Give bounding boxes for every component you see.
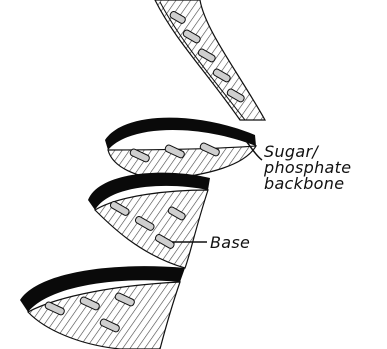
sugar-phosphate-backbone-label: Sugar/ phosphate backbone <box>264 144 351 192</box>
helix-lobe-lower <box>95 190 208 268</box>
sugar-phosphate-strand-1 <box>105 118 256 150</box>
helix-lobe-top <box>155 0 265 120</box>
backbone-label-line3: backbone <box>264 176 351 192</box>
base-label: Base <box>210 235 250 251</box>
